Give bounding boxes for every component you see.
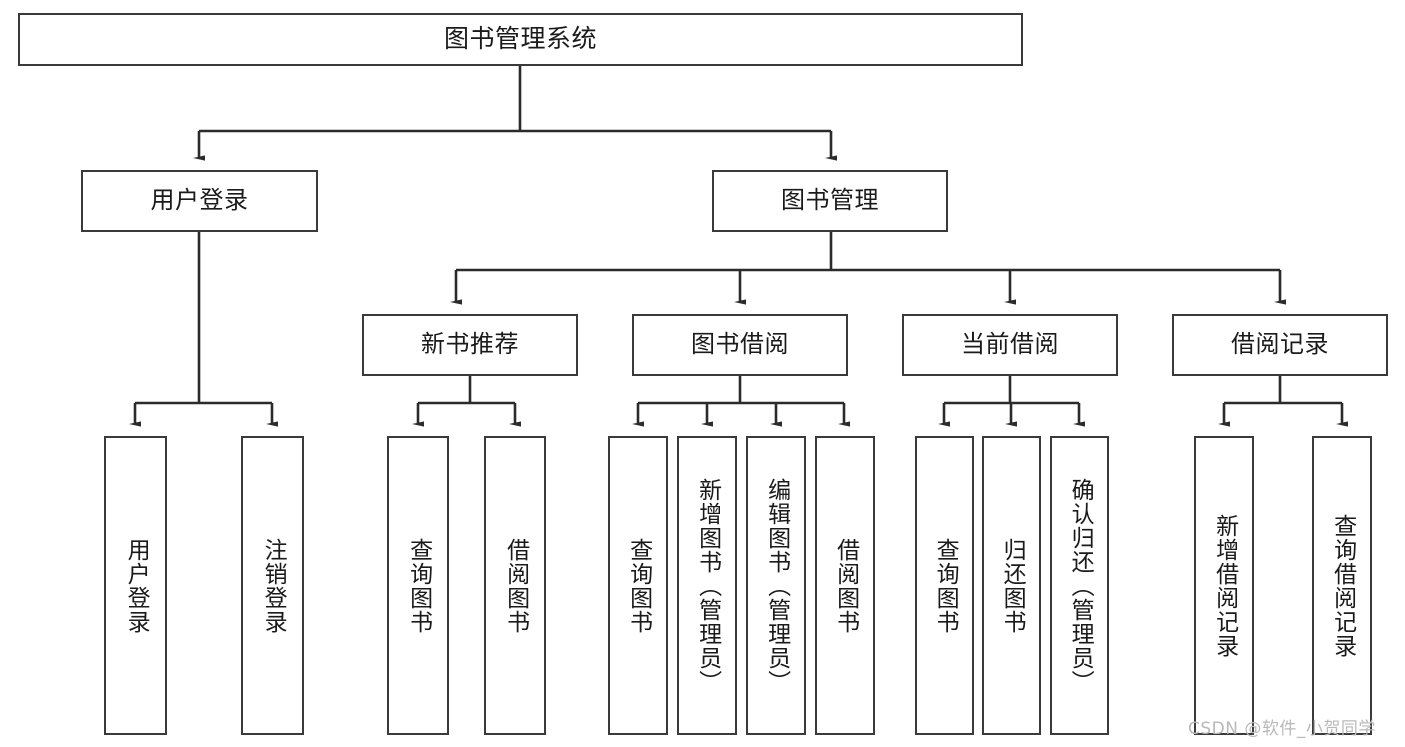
node-label: 查询图书 — [405, 537, 432, 634]
leaf-current-query-book[interactable]: 查询图书 — [915, 436, 974, 735]
node-root-system[interactable]: 图书管理系统 — [18, 13, 1023, 66]
leaf-user-login[interactable]: 用户登录 — [104, 436, 167, 735]
leaf-record-search[interactable]: 查询借阅记录 — [1312, 436, 1372, 735]
leaf-record-add[interactable]: 新增借阅记录 — [1194, 436, 1254, 735]
node-label: 归还图书 — [999, 537, 1026, 634]
node-borrow-record[interactable]: 借阅记录 — [1172, 314, 1388, 376]
leaf-current-confirm-return-admin[interactable]: 确认归还（管理员） — [1050, 436, 1109, 735]
node-label: 查询图书 — [932, 537, 959, 634]
node-label: 用户登录 — [150, 186, 249, 215]
node-label: 图书借阅 — [691, 330, 789, 359]
leaf-logout[interactable]: 注销登录 — [241, 436, 304, 735]
node-label: 借阅图书 — [502, 537, 529, 634]
leaf-current-return-book[interactable]: 归还图书 — [982, 436, 1041, 735]
node-label: 借阅图书 — [832, 537, 859, 634]
node-new-book-recommend[interactable]: 新书推荐 — [362, 314, 578, 376]
leaf-borrow-borrow-book[interactable]: 借阅图书 — [815, 436, 875, 735]
node-label: 确认归还（管理员） — [1067, 477, 1094, 694]
node-label: 新增借阅记录 — [1211, 513, 1238, 658]
node-label: 借阅记录 — [1231, 330, 1329, 359]
leaf-borrow-query-book[interactable]: 查询图书 — [608, 436, 668, 735]
node-label: 新增图书（管理员） — [694, 477, 721, 694]
node-book-manage[interactable]: 图书管理 — [712, 170, 948, 232]
leaf-borrow-add-book-admin[interactable]: 新增图书（管理员） — [677, 436, 737, 735]
node-label: 当前借阅 — [961, 330, 1059, 359]
leaf-borrow-edit-book-admin[interactable]: 编辑图书（管理员） — [746, 436, 806, 735]
node-label: 图书管理 — [781, 186, 879, 215]
node-label: 新书推荐 — [421, 330, 519, 359]
node-user-login[interactable]: 用户登录 — [81, 170, 318, 232]
node-label: 查询图书 — [625, 537, 652, 634]
node-current-borrow[interactable]: 当前借阅 — [902, 314, 1118, 376]
node-label: 图书管理系统 — [443, 24, 597, 54]
node-book-borrow[interactable]: 图书借阅 — [632, 314, 848, 376]
node-label: 查询借阅记录 — [1329, 513, 1356, 658]
node-label: 注销登录 — [260, 537, 287, 634]
node-label: 编辑图书（管理员） — [763, 477, 790, 694]
leaf-recommend-borrow-book[interactable]: 借阅图书 — [484, 436, 546, 735]
node-label: 用户登录 — [123, 537, 150, 634]
leaf-recommend-query-book[interactable]: 查询图书 — [387, 436, 449, 735]
csdn-watermark: CSDN @软件_小贺同学 — [1188, 719, 1376, 739]
